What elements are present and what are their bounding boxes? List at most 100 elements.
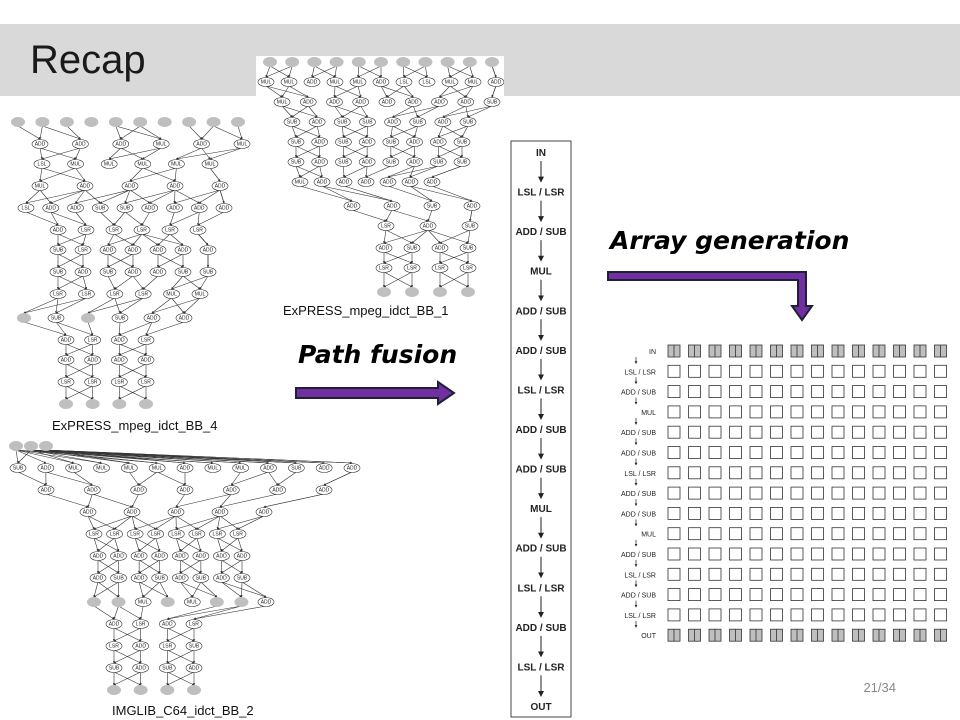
bb4-edge xyxy=(87,297,144,314)
bb4-op-node xyxy=(175,313,193,323)
bb2-op-label: ADD xyxy=(83,510,94,516)
bb4-edge xyxy=(55,297,87,314)
array-pe-cell xyxy=(893,547,906,561)
bb1-op-node xyxy=(406,137,423,147)
array-pe-cell xyxy=(872,364,886,378)
bb4-edge xyxy=(82,233,87,246)
array-pe-cell xyxy=(831,567,845,581)
bb1-io-node xyxy=(405,287,419,297)
bb2-io-node xyxy=(160,685,175,695)
bb2-edge xyxy=(138,471,158,486)
bb2-io-node xyxy=(209,597,224,607)
array-pe-cell xyxy=(729,466,742,480)
array-pe-cell xyxy=(811,446,824,459)
bb2-op-node xyxy=(93,463,110,473)
array-pe-cell xyxy=(811,385,824,398)
bb4-edge xyxy=(141,233,184,246)
bb1-op-label: LSR xyxy=(463,266,473,272)
bb1-edge xyxy=(427,209,433,222)
array-pe-cell xyxy=(729,506,742,520)
bb4-op-label: LSR xyxy=(88,380,98,386)
bb1-op-label: ADD xyxy=(339,180,350,186)
bb2-op-node xyxy=(183,597,201,607)
bb2-op-node xyxy=(89,573,107,583)
bb2-op-node xyxy=(233,551,251,561)
bb2-edge xyxy=(175,537,181,552)
bb1-edge xyxy=(288,65,293,78)
bb2-edge xyxy=(135,537,161,552)
bb1-op-node xyxy=(358,157,376,167)
array-pe-cell xyxy=(790,588,804,602)
bb1-edge xyxy=(334,105,343,118)
bb4-op-label: ADD xyxy=(128,248,139,254)
bb2-op-node xyxy=(188,529,206,539)
bb2-edge xyxy=(221,581,242,598)
bb4-edge xyxy=(57,253,84,268)
bb2-edge xyxy=(138,559,161,574)
array-pe-cell xyxy=(872,567,886,581)
bb4-op-label: MUL xyxy=(237,142,248,148)
bb2-op-label: ADD xyxy=(180,466,191,472)
bb2-op-node xyxy=(89,551,107,561)
array-pe-cell xyxy=(749,364,763,378)
bb1-edge xyxy=(425,65,428,78)
bb1-op-node xyxy=(303,77,321,87)
bb1-op-node xyxy=(358,137,376,147)
bb2-edge xyxy=(175,515,198,530)
bb4-op-label: ADD xyxy=(153,270,164,276)
bb2-edge xyxy=(180,559,202,574)
bb2-op-node xyxy=(176,485,194,495)
bb4-op-label: ADD xyxy=(70,206,81,212)
bb4-io-node xyxy=(108,117,123,127)
array-pe-cell xyxy=(913,466,927,480)
bb4-edge xyxy=(25,189,41,204)
bb1-op-node xyxy=(463,201,481,211)
bb4-op-node xyxy=(49,225,67,235)
bb4-edge xyxy=(157,233,171,246)
bb1-edge xyxy=(427,229,441,244)
bb1-io-node xyxy=(374,57,388,67)
fused-stage-label: LSL / LSR xyxy=(517,188,565,199)
bb4-op-label: LSR xyxy=(165,228,175,234)
bb2-op-node xyxy=(121,463,138,473)
bb4-edge xyxy=(173,189,176,204)
bb1-op-label: ADD xyxy=(387,120,398,126)
bb4-edge xyxy=(157,253,184,268)
array-pe-cell xyxy=(852,567,865,581)
bb4-op-node xyxy=(174,267,192,277)
bb4-op-label: ADD xyxy=(53,228,64,234)
bb2-op-node xyxy=(232,463,249,473)
bb4-edge xyxy=(108,147,122,160)
bb4-edge xyxy=(57,233,84,246)
bb2-edge xyxy=(166,605,217,620)
bb4-op-label: ADD xyxy=(80,184,91,190)
bb4-op-node xyxy=(174,245,192,255)
fused-path-frame xyxy=(510,140,572,718)
bb4-op-node xyxy=(112,139,130,149)
array-pe-cell xyxy=(667,486,681,500)
bb2-edge xyxy=(167,649,195,664)
bb4-op-node xyxy=(133,225,151,235)
bb4-op-node xyxy=(74,245,92,255)
bb2-op-label: LSR xyxy=(89,532,99,538)
bb2-op-label: ADD xyxy=(154,554,165,560)
fused-stage-label: OUT xyxy=(530,702,551,713)
array-pe-cell xyxy=(811,466,824,480)
bb4-edge xyxy=(197,211,225,226)
bb4-io-node xyxy=(59,399,73,409)
bb4-edge xyxy=(66,125,81,140)
bb4-edge xyxy=(129,167,177,182)
bb1-op-node xyxy=(453,157,471,167)
bb2-op-label: LSR xyxy=(189,622,199,628)
bb4-edge xyxy=(171,275,209,290)
bb2-edge xyxy=(113,671,142,686)
array-pe-cell xyxy=(667,506,681,520)
array-pe-cell xyxy=(934,446,947,459)
bb2-edge xyxy=(114,515,133,530)
bb4-op-node xyxy=(77,225,95,235)
bb2-op-node xyxy=(211,507,229,517)
bb2-op-label: ADD xyxy=(135,666,146,672)
bb2-op-label: ADD xyxy=(134,576,145,582)
bb2-op-label: ADD xyxy=(171,510,182,516)
bb2-op-node xyxy=(176,463,194,473)
